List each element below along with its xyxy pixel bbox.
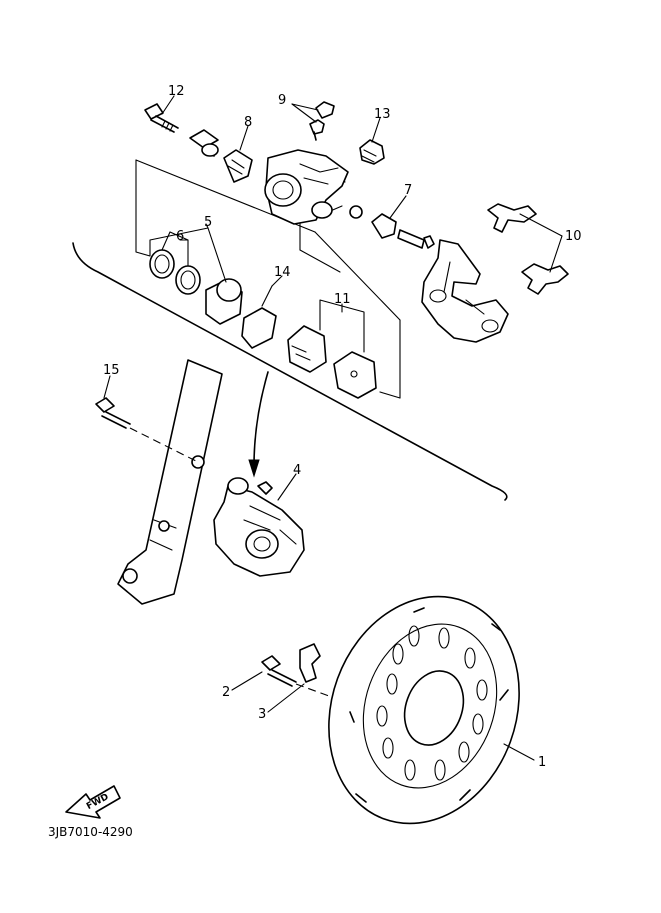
callout-8: 8 xyxy=(244,115,252,130)
callout-6: 6 xyxy=(176,229,184,244)
lock-washer-3 xyxy=(299,643,321,683)
callout-15: 15 xyxy=(103,363,120,378)
leader-lines xyxy=(103,95,563,761)
brake-disc-1 xyxy=(328,595,520,825)
callout-1: 1 xyxy=(538,755,546,770)
caliper-bracket xyxy=(421,239,509,343)
callout-13: 13 xyxy=(374,107,391,122)
pad-shim-14 xyxy=(241,285,277,349)
caliper-body xyxy=(264,149,363,225)
bolt-12 xyxy=(144,103,179,133)
callout-2: 2 xyxy=(222,685,230,700)
group-boundary-curve xyxy=(72,242,508,501)
disc-edge-slots xyxy=(349,607,509,803)
brake-pad-11a xyxy=(287,325,327,373)
assembly-arrow xyxy=(248,371,269,478)
callout-5: 5 xyxy=(204,215,212,230)
bracket-lines xyxy=(135,159,401,399)
callout-9: 9 xyxy=(278,93,286,108)
brake-pad-11b xyxy=(333,351,377,399)
pin-7 xyxy=(397,229,435,249)
callout-lines-5-6 xyxy=(149,227,227,283)
callout-4: 4 xyxy=(293,463,301,478)
pad-support-10 xyxy=(487,203,569,295)
diagram-code: 3JB7010-4290 xyxy=(48,825,133,839)
callout-10: 10 xyxy=(565,229,582,244)
bolt-2 xyxy=(261,655,297,687)
disc-vent-slots xyxy=(376,625,488,781)
sleeve-8 xyxy=(189,129,219,157)
boot-8 xyxy=(223,149,253,183)
bleed-screw-9 xyxy=(309,101,335,141)
dust-seal-6 xyxy=(149,249,175,279)
callout-numbers: 12 8 9 13 7 5 6 10 14 11 15 4 2 3 1 xyxy=(103,84,582,770)
callout-14: 14 xyxy=(274,265,291,280)
callout-12: 12 xyxy=(168,84,185,99)
fwd-arrow-icon: FWD xyxy=(65,785,121,819)
fork-leg xyxy=(117,359,223,605)
callout-7: 7 xyxy=(404,183,412,198)
boot-7 xyxy=(371,213,397,239)
callout-3: 3 xyxy=(258,707,266,722)
piston-5 xyxy=(205,278,243,325)
caliper-assembly-4 xyxy=(213,477,305,577)
piston-seal-6 xyxy=(175,265,201,295)
boot-13 xyxy=(359,139,385,165)
bolt-15 xyxy=(95,397,199,463)
callout-11: 11 xyxy=(334,292,351,307)
